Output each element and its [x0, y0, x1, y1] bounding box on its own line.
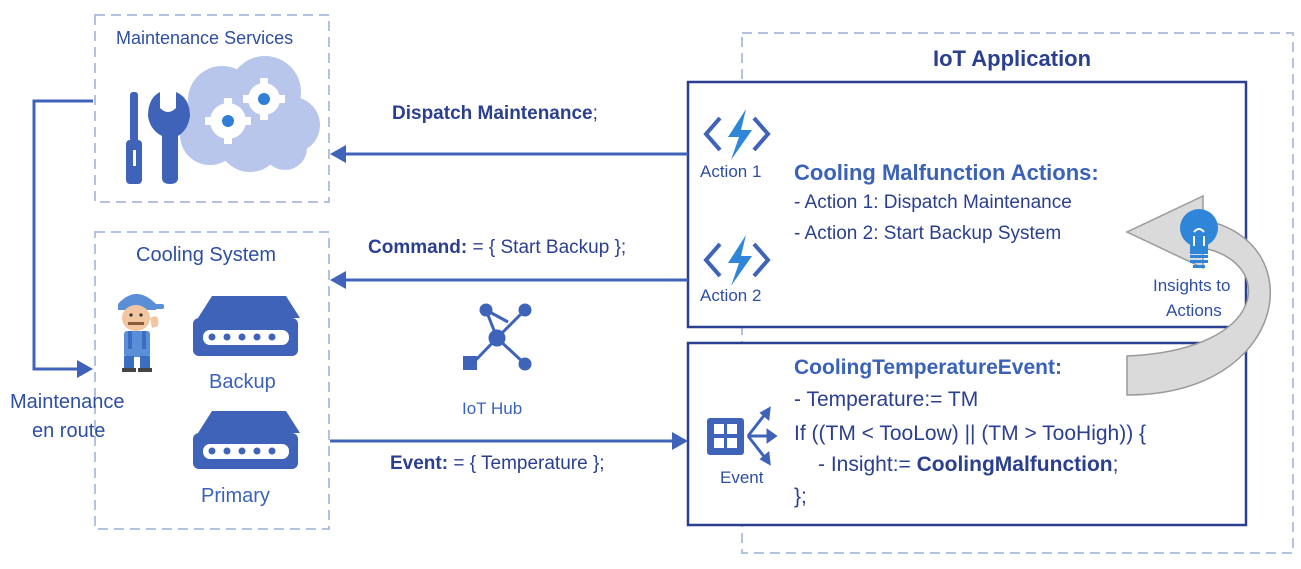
- command-message-rest: = { Start Backup };: [467, 237, 627, 258]
- maintenance-services-title: Maintenance Services: [116, 28, 294, 48]
- iot-application-title: IoT Application: [933, 46, 1092, 71]
- event-box-title: CoolingTemperatureEvent:: [794, 356, 1062, 379]
- event-label: Event: [720, 468, 764, 487]
- command-message: Command: = { Start Backup };: [368, 237, 626, 259]
- actions-box-line1: - Action 1: Dispatch Maintenance: [794, 192, 1072, 213]
- technician-icon: [118, 294, 164, 372]
- actions-box-line2: - Action 2: Start Backup System: [794, 223, 1062, 244]
- maintenance-en-route-line1: Maintenance: [10, 391, 125, 413]
- maintenance-en-route-line2: en route: [32, 420, 106, 442]
- actions-box-title: Cooling Malfunction Actions:: [794, 160, 1099, 185]
- event-icon: [707, 406, 778, 466]
- event-message-keyword: Event:: [390, 453, 449, 474]
- maintenance-route-line: [32, 99, 93, 371]
- action-1-label: Action 1: [700, 162, 762, 181]
- action-2-function-icon: [703, 235, 771, 286]
- maintenance-route-arrowhead: [77, 360, 93, 378]
- command-message-keyword: Command:: [368, 237, 468, 258]
- dispatch-arrowhead: [330, 145, 346, 163]
- primary-server-icon: [193, 411, 300, 469]
- cooling-system-box: [94, 231, 330, 530]
- backup-server-icon: [193, 296, 300, 356]
- iot-hub-label: IoT Hub: [462, 399, 523, 418]
- event-arrowhead: [672, 432, 688, 450]
- event-box-line3: - Insight:= CoolingMalfunction;: [818, 453, 1118, 477]
- event-message: Event: = { Temperature };: [390, 453, 605, 475]
- event-box-insight-name: CoolingMalfunction: [916, 453, 1113, 476]
- event-box-line2: If ((TM < TooLow) || (TM > TooHigh)) {: [794, 422, 1147, 445]
- primary-label: Primary: [201, 485, 270, 507]
- dispatch-message-rest: ;: [592, 103, 598, 124]
- maintenance-services-box: [94, 14, 330, 203]
- insights-label-line1: Insights to: [1153, 276, 1231, 295]
- insights-label-line2: Actions: [1166, 301, 1222, 320]
- action-2-label: Action 2: [700, 286, 762, 305]
- event-box-line4: };: [794, 485, 807, 508]
- cooling-system-title: Cooling System: [136, 244, 277, 266]
- backup-label: Backup: [209, 371, 276, 393]
- dispatch-message: Dispatch Maintenance;: [392, 103, 598, 125]
- actions-box: [686, 80, 1248, 329]
- action-1-function-icon: [703, 109, 771, 160]
- iot-hub-icon: [463, 303, 532, 371]
- event-message-rest: = { Temperature };: [448, 453, 605, 474]
- lightbulb-icon: [1180, 209, 1218, 268]
- event-box-line3-suffix: ;: [1112, 453, 1119, 476]
- event-box-line1: - Temperature:= TM: [794, 388, 979, 411]
- event-box-line3-prefix: - Insight:=: [818, 453, 917, 476]
- dispatch-message-keyword: Dispatch Maintenance: [392, 103, 593, 124]
- command-arrowhead: [330, 271, 346, 289]
- maintenance-services-icon: [126, 56, 320, 184]
